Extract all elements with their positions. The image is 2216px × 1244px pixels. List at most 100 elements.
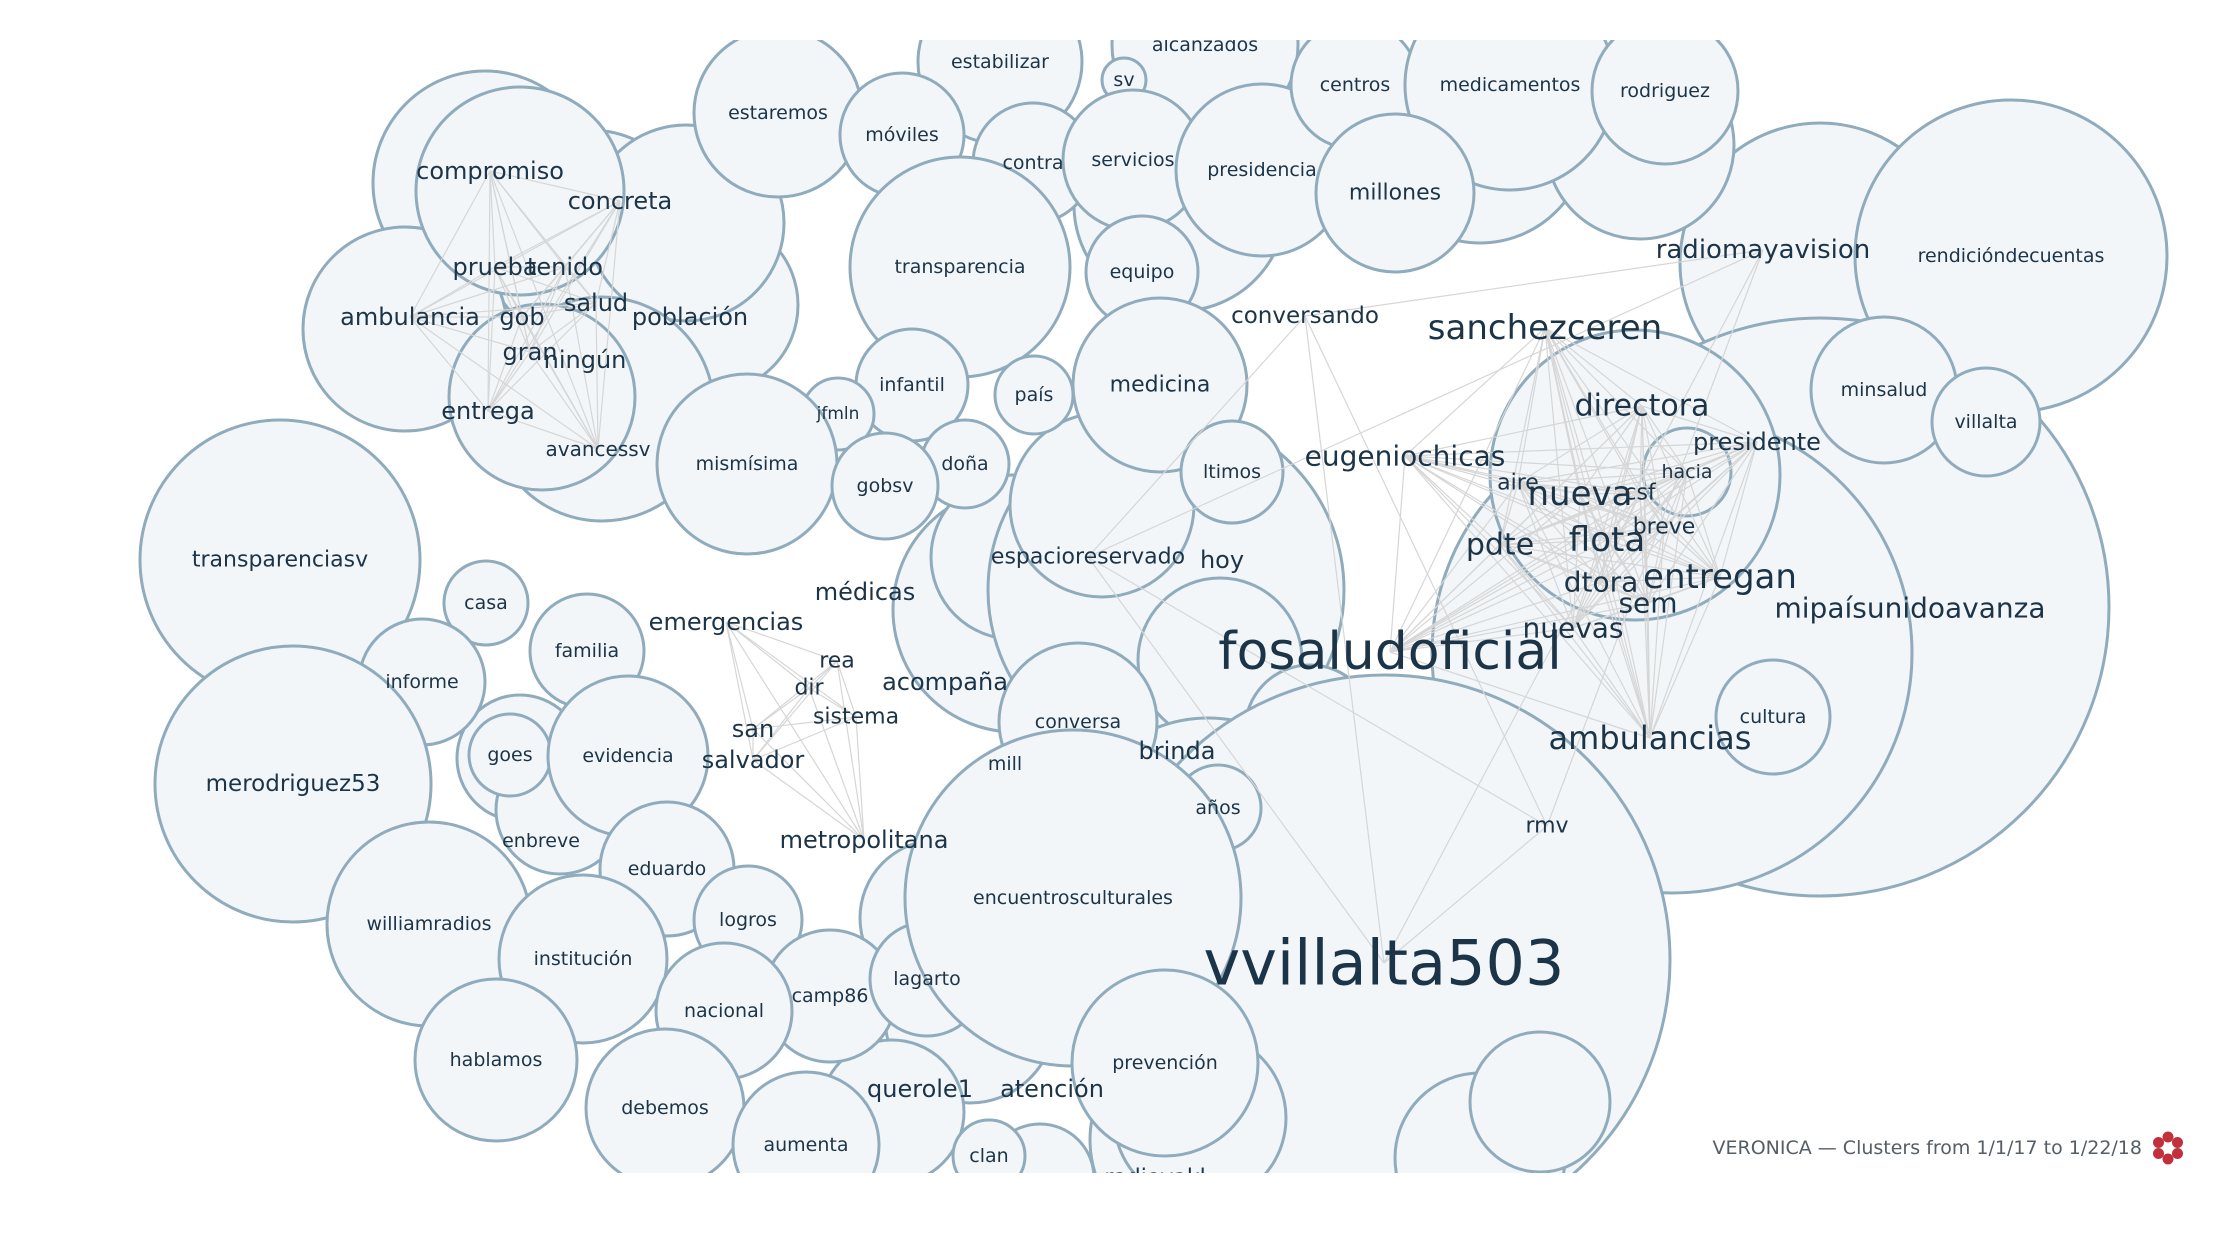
edge-ambulancia-ningún [409, 316, 599, 450]
edge-nuevas-fosaludoficial [1572, 627, 1651, 739]
edge-sem-fosaludoficial [1647, 602, 1651, 739]
edge-gob-gran [487, 316, 523, 412]
label-querole1: querole1 [867, 1075, 973, 1103]
edge-rea-acompaña [752, 687, 810, 730]
label-sanchezceren: sanchezceren [1428, 308, 1662, 348]
edge-gran-ningún [487, 410, 599, 450]
label-metropolitana: metropolitana [780, 826, 949, 854]
label-pais: país [1015, 384, 1054, 406]
bubble-millones[interactable] [1314, 112, 1476, 274]
edge-eugeniochicas-fosaludoficial [1404, 455, 1651, 739]
edge-aire-dtora [1517, 482, 1602, 583]
label-equipo: equipo [1110, 261, 1175, 283]
label-tenido: tenido [527, 253, 603, 281]
label-ambulancia: ambulancia [340, 303, 480, 331]
bubble-ltimos[interactable] [1179, 419, 1285, 525]
label-cultura: cultura [1740, 706, 1807, 728]
edge-presidente-eugeniochicas [1404, 441, 1758, 457]
label-sv: sv [1113, 69, 1134, 91]
edge-concreta-salud [595, 200, 621, 304]
edge-eugeniochicas-dtora [1404, 455, 1602, 583]
edge-aire-mipaísunidoavanza [1389, 482, 1519, 653]
label-camp86: camp86 [792, 985, 869, 1007]
label-entrega: entrega [441, 397, 534, 425]
edge-dtora-fosaludoficial [1600, 581, 1651, 739]
edge-prueba-salud [494, 266, 597, 304]
edge-vvillalta503-conversando [1304, 315, 1385, 964]
label-familia: familia [555, 640, 619, 662]
bubble-villalta[interactable] [1930, 366, 2042, 478]
edge-flota-dtora [1600, 539, 1608, 583]
bubble-prevencion[interactable] [1070, 968, 1260, 1158]
label-ltimos: ltimos [1203, 461, 1261, 483]
edge-directora-nueva [1579, 405, 1643, 495]
label-enbreve: enbreve [502, 830, 580, 852]
bubble-clan[interactable] [951, 1118, 1027, 1192]
label-sistema: sistema [813, 705, 899, 730]
edge-médicas-sistema [725, 621, 754, 761]
bubble-gobsv[interactable] [830, 431, 940, 541]
label-rendiciondecuentas: rendicióndecuentas [1918, 245, 2105, 267]
edge-tenido-salud [564, 266, 597, 304]
edge-directora-aire [1517, 405, 1643, 484]
edge-eugeniochicas-entregan [1404, 455, 1721, 578]
label-conversando: conversando [1231, 303, 1379, 329]
label-san: san [732, 715, 774, 743]
bubble-aumenta[interactable] [731, 1070, 881, 1218]
edge-eugeniochicas-sem [1404, 455, 1649, 604]
edge-eugeniochicas-mipaísunidoavanza [1389, 455, 1406, 653]
bubble-casa[interactable] [442, 559, 530, 647]
edge-pdte-flota [1499, 539, 1608, 546]
label-mipaisunidoavanza: mipaísunidoavanza [1774, 592, 2045, 625]
edge-rea-sistema [752, 687, 810, 761]
label-espacioreservado: espacioreservado [991, 545, 1185, 570]
edge-directora-hacia [1641, 405, 1688, 473]
edge-nueva-hacia [1579, 471, 1688, 495]
label-fosaludoficial: fosaludoficial [1218, 622, 1561, 682]
edge-eugeniochicas-nueva [1404, 455, 1581, 495]
label-goes: goes [487, 744, 532, 766]
label-conversa: conversa [1035, 711, 1121, 733]
edge-espacioreservado-conversando [1087, 315, 1306, 558]
edge-prueba-ambulancia [409, 266, 496, 318]
edge-hacia-flota [1606, 471, 1688, 541]
label-poblacion: población [632, 303, 748, 331]
bubble-hablamos[interactable] [413, 977, 579, 1143]
edge-salud-población [529, 302, 597, 353]
label-gob: gob [499, 303, 544, 331]
edge-salud-gran [487, 302, 597, 412]
label-csf: csf [1624, 481, 1657, 506]
edge-dir-acompaña [752, 716, 857, 730]
edge-eugeniochicas-csf [1404, 455, 1641, 494]
edge-rea-dir [808, 687, 857, 718]
edge-breve-sem [1647, 526, 1665, 604]
label-nacional: nacional [684, 1000, 764, 1022]
label-acompana: acompaña [882, 668, 1008, 696]
edge-aire-csf [1517, 482, 1641, 494]
edge-concreta-ambulancia [409, 200, 621, 318]
edge-dtora-nuevas [1572, 581, 1602, 629]
edge-aire-breve [1517, 482, 1665, 528]
edge-vvillalta503-radiomayavision [1383, 249, 1764, 964]
label-ningun: ningún [544, 346, 627, 374]
edge-hacia-entregan [1686, 471, 1721, 578]
footer-caption: VERONICA — Clusters from 1/1/17 to 1/22/… [1712, 1137, 2142, 1159]
edge-acompaña-san [752, 728, 865, 841]
label-transparencia: transparencia [894, 256, 1025, 278]
label-sem: sem [1618, 587, 1677, 620]
bubble-cultura[interactable] [1714, 658, 1832, 776]
label-prevencion: prevención [1112, 1052, 1218, 1074]
bubble-rodriguez[interactable] [1590, 18, 1740, 166]
edge-eugeniochicas-pdte [1404, 455, 1501, 546]
label-contra: contra [1002, 152, 1063, 174]
edge-sanchezceren-flota [1544, 327, 1608, 541]
label-medicas: médicas [815, 578, 915, 606]
edge-sanchezceren-presidente [1544, 327, 1758, 443]
edge-médicas-dir [725, 621, 857, 718]
edge-directora-presidente [1641, 405, 1758, 443]
label-layer: compromisoconcretapruebatenidoambulancia… [192, 40, 2105, 1173]
cluster-background-circle [414, 85, 626, 297]
label-informe: informe [385, 671, 458, 693]
edge-nueva-dtora [1579, 493, 1602, 583]
label-institucion: institución [534, 948, 633, 970]
